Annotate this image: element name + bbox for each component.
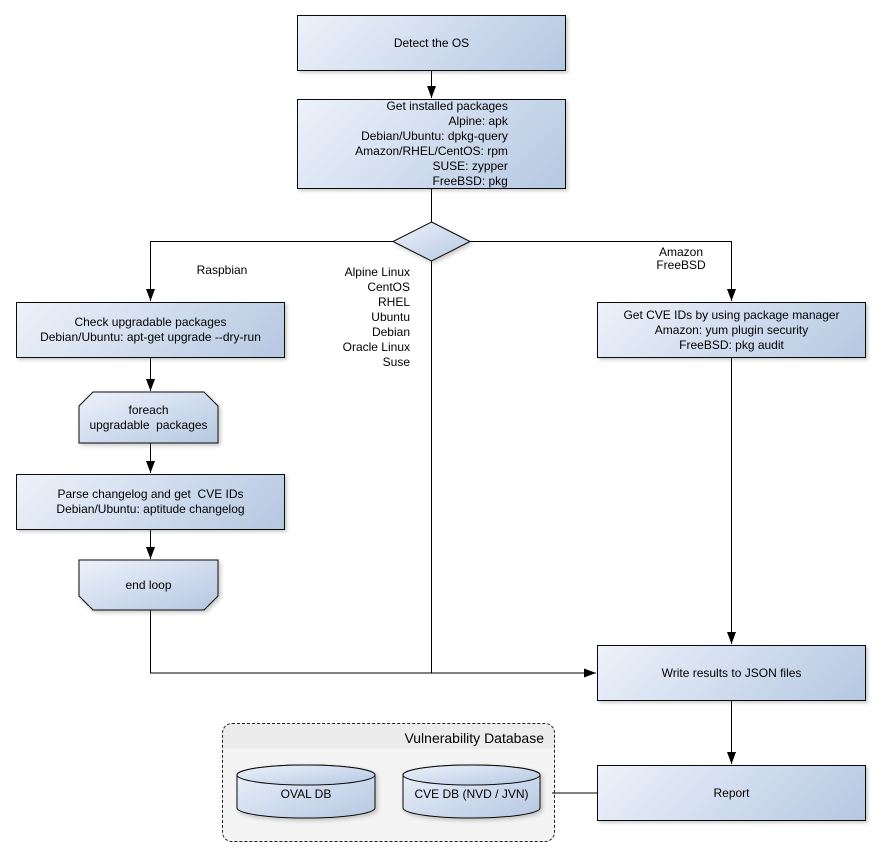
freebsd-label: FreeBSD (656, 257, 706, 272)
node-detect-os: Detect the OS (297, 15, 566, 71)
node-check-upgradable-line: Debian/Ubuntu: apt-get upgrade --dry-run (40, 330, 261, 344)
node-get-installed-line: Get installed packages (386, 99, 508, 113)
middle-os-item: Suse (382, 355, 410, 369)
node-detect-os-label: Detect the OS (393, 35, 470, 50)
middle-os-item: CentOS (367, 280, 410, 294)
edge-endloop-to-write-json (150, 610, 596, 678)
middle-os-item: Debian (371, 325, 410, 339)
oval-db-cylinder-top (236, 764, 376, 786)
oval-db-cylinder (236, 764, 376, 819)
edge-label-raspbian: Raspbian (196, 263, 248, 277)
node-check-upgradable-line: Check upgradable packages (74, 315, 227, 329)
edge-decision-to-get-cve (470, 241, 736, 301)
node-get-installed-line: Alpine: apk (448, 114, 508, 128)
node-write-json-label: Write results to JSON files (661, 665, 802, 680)
node-report-label: Report (713, 785, 750, 800)
node-get-cve-ids-pkg-manager: Get CVE IDs by using package manager Ama… (597, 302, 866, 358)
foreach-line: foreach (128, 402, 169, 417)
node-get-cve-line: Get CVE IDs by using package manager (623, 307, 840, 322)
node-get-installed-line: FreeBSD: pkg (432, 174, 508, 188)
middle-os-item: RHEL (377, 295, 410, 309)
end-loop-label: end loop (125, 577, 172, 592)
node-get-installed-line: Amazon/RHEL/CentOS: rpm (355, 144, 508, 158)
edge-decision-to-check-upgradable (146, 241, 393, 301)
middle-os-item: Ubuntu (371, 310, 410, 324)
cve-db-cylinder-top (402, 764, 541, 786)
edge-label-middle-os-list: Alpine Linux CentOS RHEL Ubuntu Debian O… (300, 265, 410, 370)
node-get-cve-line: Amazon: yum plugin security (654, 322, 809, 337)
node-get-installed-packages: Get installed packages Alpine: apk Debia… (297, 99, 566, 189)
middle-os-item: Oracle Linux (342, 340, 410, 354)
middle-os-item: Alpine Linux (344, 265, 410, 279)
cve-db-label: CVE DB (NVD / JVN) (414, 786, 529, 801)
foreach-loop-shape (78, 391, 219, 444)
node-check-upgradable-packages: Check upgradable packages Debian/Ubuntu:… (16, 302, 285, 358)
cve-db-cylinder (402, 764, 541, 819)
end-loop-shape (78, 559, 219, 611)
node-parse-changelog: Parse changelog and get CVE IDs Debian/U… (16, 474, 285, 530)
node-parse-changelog-line: Debian/Ubuntu: aptitude changelog (56, 502, 245, 516)
amazon-label: Amazon (658, 245, 704, 259)
foreach-line: upgradable packages (89, 417, 208, 432)
node-get-installed-line: Debian/Ubuntu: dpkg-query (361, 129, 508, 143)
group-title: Vulnerability Database (404, 730, 544, 746)
oval-db-label: OVAL DB (280, 786, 332, 801)
node-parse-changelog-line: Parse changelog and get CVE IDs (57, 487, 244, 501)
foreach-loop-label: foreach upgradable packages (79, 392, 218, 443)
node-report: Report (597, 765, 866, 821)
node-write-results-json: Write results to JSON files (597, 645, 866, 701)
edge-label-amazon-freebsd: Amazon FreeBSD (650, 246, 712, 271)
node-get-installed-line: SUSE: zypper (432, 159, 508, 173)
node-get-cve-line: FreeBSD: pkg audit (679, 337, 784, 352)
decision-os-diamond (391, 221, 472, 262)
